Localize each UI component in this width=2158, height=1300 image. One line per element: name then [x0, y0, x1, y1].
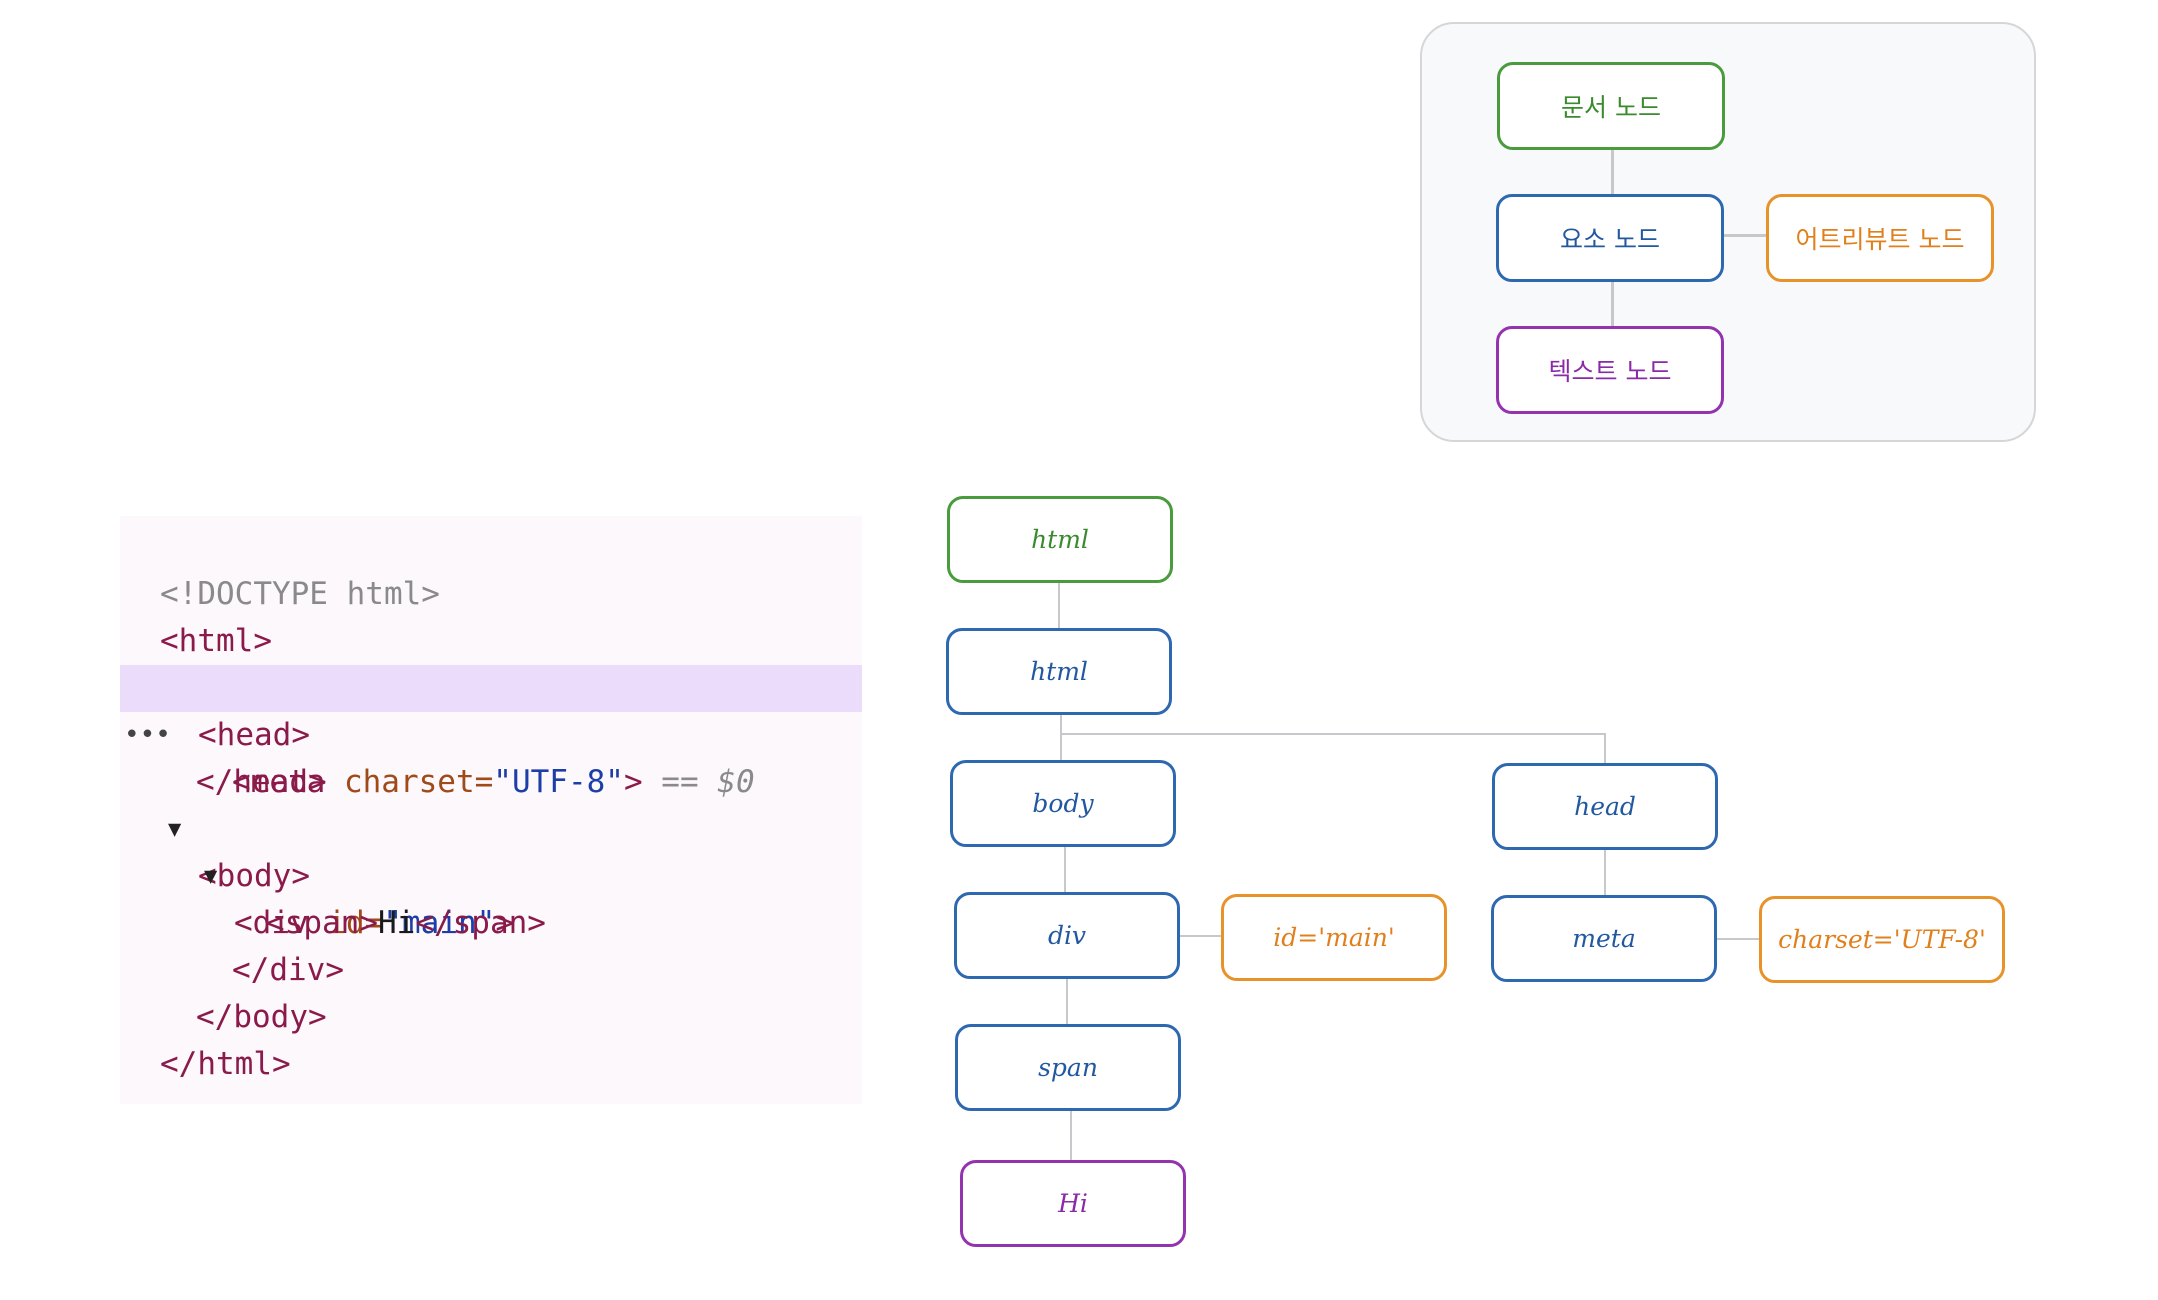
code-line-meta-selected[interactable]: ••• <meta charset="UTF-8"> == $0	[120, 665, 862, 800]
div-node: <div id="main">	[234, 905, 514, 941]
tree-document-label: html	[1031, 525, 1089, 554]
code-line-doctype[interactable]: <!DOCTYPE html>	[120, 524, 862, 612]
code-line-div-close[interactable]: </div>	[120, 900, 862, 988]
tree-span-label: span	[1038, 1053, 1098, 1082]
tree-head-node: head	[1492, 763, 1718, 850]
legend-text-label: 텍스트 노드	[1548, 357, 1672, 386]
legend-element-label: 요소 노드	[1560, 225, 1660, 254]
tree-document-node: html	[947, 496, 1173, 583]
tree-head-label: head	[1574, 792, 1636, 821]
code-line-div[interactable]: ▼ <div id="main">	[120, 806, 862, 941]
legend-attribute-node: 어트리뷰트 노드	[1766, 194, 1994, 282]
ellipsis-icon[interactable]: •••	[124, 720, 171, 750]
tree-body-label: body	[1032, 789, 1094, 818]
tree-body-node: body	[950, 760, 1176, 847]
tree-div-label: div	[1047, 921, 1087, 950]
devtools-elements-panel: <!DOCTYPE html> <html> ▼ <head> ••• <met…	[120, 516, 862, 1104]
tree-text-label: Hi	[1058, 1189, 1088, 1218]
tree-meta-node: meta	[1491, 895, 1717, 982]
tree-div-node: div	[954, 892, 1180, 979]
legend-element-node: 요소 노드	[1496, 194, 1724, 282]
tree-span-node: span	[955, 1024, 1181, 1111]
legend-text-node: 텍스트 노드	[1496, 326, 1724, 414]
code-line-html-close[interactable]: </html>	[120, 994, 862, 1082]
code-line-body-close[interactable]: </body>	[120, 947, 862, 1035]
tree-div-attr-label: id='main'	[1273, 923, 1395, 952]
tree-html-node: html	[946, 628, 1172, 715]
span-node: <span>Hi</span>	[266, 905, 546, 941]
code-line-span[interactable]: <span>Hi</span>	[120, 853, 862, 941]
body-open-tag: <body>	[198, 858, 310, 894]
html-open-tag: <html>	[160, 623, 272, 659]
legend-document-node: 문서 노드	[1497, 62, 1725, 150]
code-line-head-close[interactable]: </head>	[120, 712, 862, 800]
head-close-tag: </head>	[196, 764, 327, 800]
tree-text-node: Hi	[960, 1160, 1186, 1247]
tree-meta-attr-label: charset='UTF-8'	[1778, 925, 1986, 954]
node-type-legend: 문서 노드 요소 노드 어트리뷰트 노드 텍스트 노드	[1420, 22, 2036, 442]
legend-attribute-label: 어트리뷰트 노드	[1795, 225, 1965, 254]
tree-meta-attr-node: charset='UTF-8'	[1759, 896, 2005, 983]
tree-meta-label: meta	[1572, 924, 1636, 953]
tree-div-attr-node: id='main'	[1221, 894, 1447, 981]
code-line-html[interactable]: <html>	[120, 571, 862, 659]
triangle-down-icon[interactable]: ▼	[204, 864, 218, 889]
doctype-text: <!DOCTYPE html>	[160, 576, 440, 612]
meta-node: <meta charset="UTF-8"> == $0	[232, 764, 755, 800]
head-open-tag: <head>	[198, 717, 310, 753]
body-close-tag: </body>	[196, 999, 327, 1035]
html-close-tag: </html>	[160, 1046, 291, 1082]
legend-document-label: 문서 노드	[1561, 93, 1661, 122]
tree-html-label: html	[1030, 657, 1088, 686]
triangle-down-icon[interactable]: ▼	[168, 817, 182, 842]
div-close-tag: </div>	[232, 952, 344, 988]
code-line-head[interactable]: ▼ <head>	[120, 618, 862, 753]
code-line-body[interactable]: ▼ <body>	[120, 759, 862, 894]
